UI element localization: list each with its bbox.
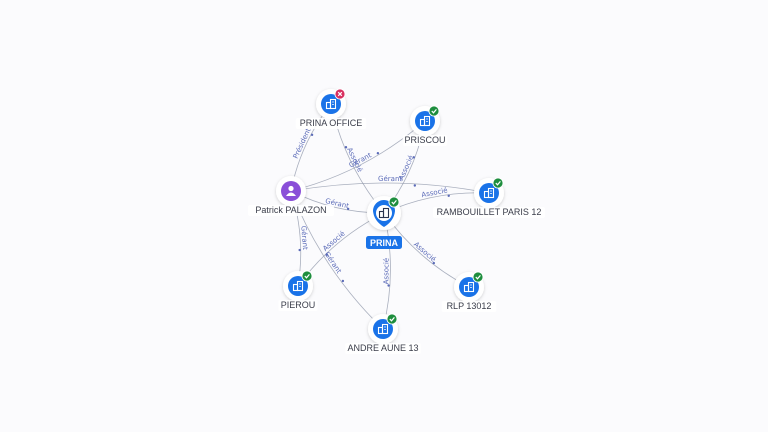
node-pierou[interactable]: PIEROU	[278, 270, 318, 312]
edge-arrow-marker	[298, 248, 301, 252]
edge-label: Associé	[421, 186, 448, 199]
check-badge-icon	[472, 271, 484, 283]
person-icon	[286, 185, 296, 196]
node-label-text: RAMBOUILLET PARIS 12	[437, 207, 542, 217]
node-priscou[interactable]: PRISCOU	[402, 105, 448, 147]
node-patrick-palazon[interactable]: Patrick PALAZON	[248, 176, 334, 216]
node-label-text: ANDRE AUNE 13	[347, 343, 418, 353]
building-icon	[377, 323, 389, 335]
edge-label: Président	[292, 127, 313, 160]
central-label-text: PRINA	[370, 238, 399, 248]
node-label: PRISCOU	[402, 135, 448, 146]
edge-label: Associé	[321, 230, 346, 253]
node-label: RAMBOUILLET PARIS 12	[433, 207, 545, 218]
building-icon	[419, 115, 431, 127]
node-label-text: PRINA OFFICE	[300, 118, 363, 128]
cross-badge-icon	[334, 88, 346, 100]
building-icon	[463, 281, 475, 293]
edge-arrow-marker	[387, 284, 390, 287]
check-badge-icon	[386, 313, 398, 325]
check-badge-icon	[428, 105, 440, 117]
edge-label: Gérant	[323, 251, 343, 276]
central-node[interactable]: PRINA	[366, 196, 402, 249]
building-icon	[325, 98, 337, 110]
building-icon	[378, 207, 390, 219]
edge-arrow-marker	[432, 261, 435, 265]
edge-arrow-marker	[376, 152, 380, 155]
edge-arrow-marker	[412, 156, 415, 159]
node-label: RLP 13012	[441, 301, 497, 312]
node-label: Patrick PALAZON	[248, 205, 334, 216]
building-icon	[483, 187, 495, 199]
edge-label: Associé	[397, 154, 415, 181]
node-prina-office[interactable]: PRINA OFFICE	[295, 88, 367, 130]
node-label: PIEROU	[278, 300, 318, 311]
edge-label: Associé	[382, 258, 390, 285]
node-andre-aune-13[interactable]: ANDRE AUNE 13	[345, 313, 421, 355]
central-label: PRINA	[366, 236, 402, 249]
node-rambouillet-paris-12[interactable]: RAMBOUILLET PARIS 12	[433, 177, 545, 219]
edge-arrow-marker	[346, 207, 350, 211]
edge-arrow-marker	[447, 194, 450, 197]
nodes-layer: PRINA OFFICE PRISCOU Patrick PALAZON RAMBOU…	[248, 88, 545, 355]
edge-arrow-marker	[325, 253, 329, 256]
edge-label: Gérant	[378, 175, 402, 183]
edge-arrow-marker	[310, 133, 314, 137]
node-label-text: PIEROU	[281, 300, 316, 310]
edge-arrow-marker	[341, 279, 345, 283]
node-rlp-13012[interactable]: RLP 13012	[441, 271, 497, 313]
edge-label: Gérant	[299, 225, 309, 250]
edge-label: Associé	[412, 240, 437, 263]
check-badge-icon	[301, 270, 313, 282]
building-icon	[292, 280, 304, 292]
check-badge-icon	[492, 177, 504, 189]
edge-arrow-marker	[344, 146, 348, 149]
edge-patrick-palazon-rambouillet-paris-12	[290, 182, 490, 194]
node-label-text: Patrick PALAZON	[255, 205, 326, 215]
node-label: PRINA OFFICE	[295, 118, 367, 129]
node-label-text: PRISCOU	[404, 135, 445, 145]
node-label: ANDRE AUNE 13	[345, 343, 421, 354]
node-label-text: RLP 13012	[447, 301, 492, 311]
edge-patrick-palazon-priscou	[290, 120, 426, 192]
check-badge-icon	[388, 196, 400, 208]
edge-arrow-marker	[413, 184, 417, 187]
